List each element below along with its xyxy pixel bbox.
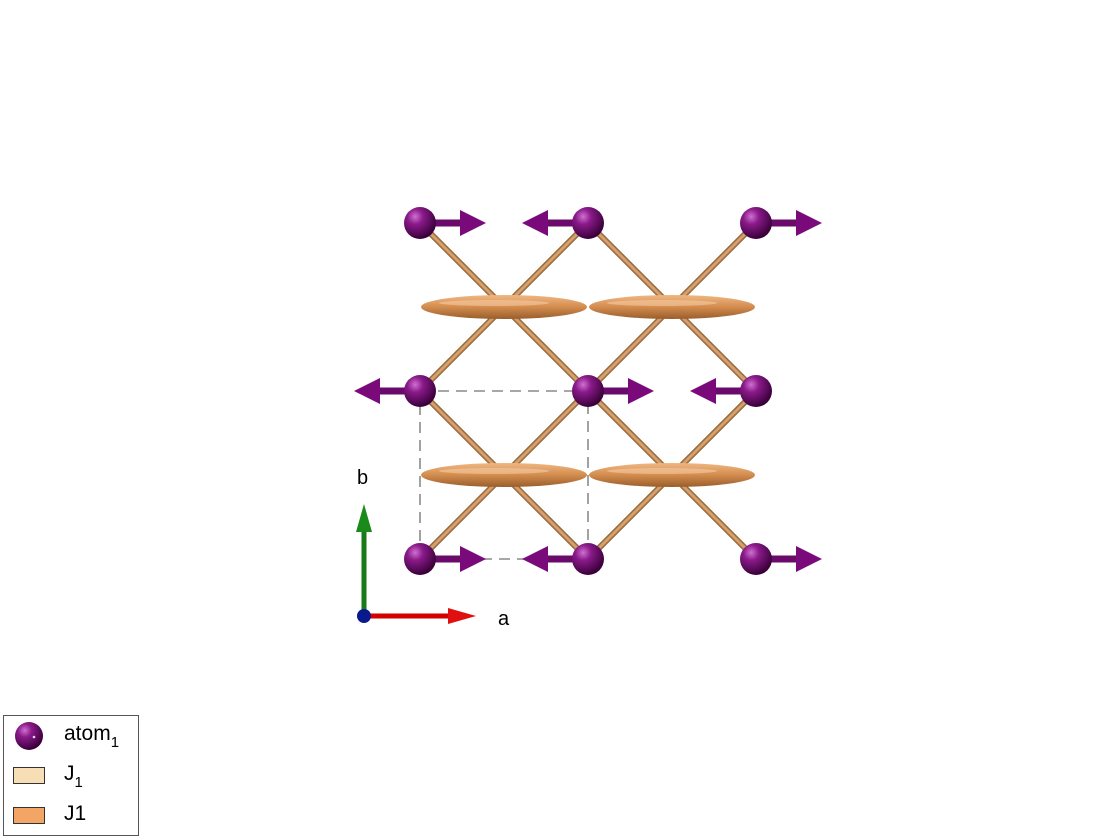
exchange-ellipsoids bbox=[421, 295, 755, 487]
lattice-axes-triad: a b bbox=[356, 467, 510, 630]
exchange-ellipsoid bbox=[421, 463, 587, 487]
exchange-ellipsoid-highlight bbox=[607, 300, 717, 306]
exchange-ellipsoid-highlight bbox=[607, 468, 717, 474]
atom-sphere bbox=[740, 207, 772, 239]
legend-label-J1: J1 bbox=[64, 802, 87, 825]
spin-arrow-head bbox=[796, 546, 822, 572]
legend-label-J-1: J1 bbox=[64, 762, 83, 791]
unit-cell-rect bbox=[419, 390, 589, 560]
atom-sphere bbox=[404, 543, 436, 575]
atom-sphere bbox=[572, 375, 604, 407]
exchange-ellipsoid-highlight bbox=[439, 300, 549, 306]
legend-swatch-J-1 bbox=[13, 767, 45, 784]
spin-arrow-head bbox=[522, 210, 548, 236]
spin-arrow-head bbox=[460, 210, 486, 236]
legend-label-atom: atom1 bbox=[64, 722, 120, 751]
atom-sphere bbox=[572, 207, 604, 239]
atom-sphere-icon bbox=[15, 722, 43, 750]
legend-swatch-J1 bbox=[13, 807, 45, 824]
atom-sphere bbox=[572, 543, 604, 575]
exchange-ellipsoid bbox=[589, 295, 755, 319]
legend-item-J-1: J1 bbox=[4, 758, 138, 794]
spin-arrow-head bbox=[628, 378, 654, 404]
legend-item-atom: atom1 bbox=[4, 718, 138, 754]
atom-sphere bbox=[740, 543, 772, 575]
atom-sphere bbox=[740, 375, 772, 407]
spin-arrow-head bbox=[354, 378, 380, 404]
spin-arrow-head bbox=[522, 546, 548, 572]
exchange-ellipsoid bbox=[589, 463, 755, 487]
unit-cell-outline bbox=[419, 390, 589, 560]
spin-arrow-head bbox=[460, 546, 486, 572]
b-axis-label: b bbox=[357, 467, 368, 489]
magnetic-atoms bbox=[404, 207, 772, 575]
exchange-ellipsoid bbox=[421, 295, 587, 319]
atom-sphere bbox=[404, 375, 436, 407]
a-axis-label: a bbox=[498, 608, 510, 630]
spin-arrow-head bbox=[796, 210, 822, 236]
b-axis-head bbox=[356, 504, 372, 532]
exchange-ellipsoid-highlight bbox=[439, 468, 549, 474]
a-axis-head bbox=[448, 608, 476, 624]
spin-arrow-head bbox=[690, 378, 716, 404]
legend: atom1 J1 J1 bbox=[3, 715, 139, 836]
atom-sphere bbox=[404, 207, 436, 239]
c-axis-dot bbox=[357, 609, 371, 623]
legend-item-J1: J1 bbox=[4, 798, 138, 834]
